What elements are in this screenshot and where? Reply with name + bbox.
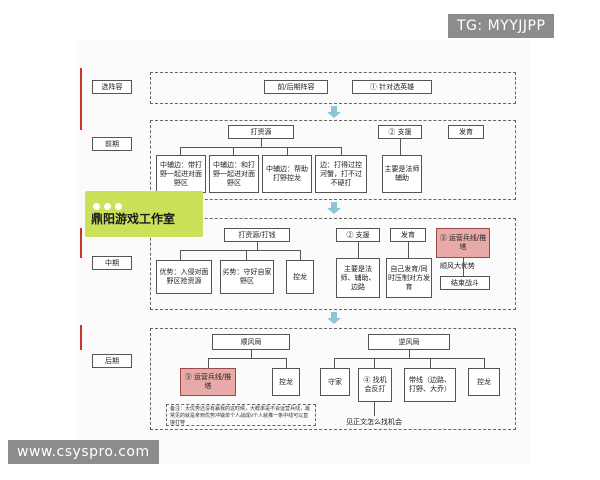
watermark-top-right: TG: MYYJJPP (448, 14, 555, 38)
mid-sub-box-3: 控龙 (286, 260, 314, 294)
connector-line (374, 358, 375, 368)
early-farm-box: 打资源 (228, 125, 294, 139)
early-sub-box-1: 中辅边：带打野一起进对面野区 (156, 155, 206, 193)
connector-line (233, 147, 234, 155)
late-stage-group (150, 328, 516, 430)
connector-line (430, 358, 431, 368)
connector-line (408, 242, 409, 258)
late-dragon-behind-box: 控龙 (468, 368, 500, 396)
early-sub-box-2: 中辅边：和打野一起进对面野区 (209, 155, 259, 193)
connector-line (287, 147, 288, 155)
late-behind-box: 逆风局 (368, 334, 450, 350)
early-support-detail: 主要是法师辅助 (382, 155, 422, 193)
pick-lineup-box: 前/后期阵容 (264, 80, 328, 94)
down-arrow-icon (327, 312, 341, 324)
red-margin-mark (80, 325, 82, 350)
early-sub-box-4: 边：打得过控河蟹，打不过不硬打 (315, 155, 367, 193)
connector-line (257, 242, 258, 250)
connector-line (334, 358, 484, 359)
mid-stage-group (150, 218, 516, 310)
late-ahead-box: 顺风局 (212, 334, 290, 350)
phase-late-label: 后期 (92, 354, 132, 368)
phase-early-label: 前期 (92, 137, 132, 151)
late-defend-box: 守家 (320, 368, 350, 396)
connector-line (180, 250, 181, 260)
late-find-chance-box: ④ 找机会反打 (358, 368, 392, 402)
connector-line (251, 350, 252, 358)
connector-line (409, 350, 410, 358)
early-sub-box-3: 中辅边：帮助打野控龙 (262, 155, 312, 193)
connector-line (180, 147, 181, 155)
late-push-box: ③ 运营兵线/推塔 (180, 368, 236, 396)
mid-smooth-label: 顺风大优势 (440, 262, 475, 270)
mid-sub-box-2: 劣势：守好自家野区 (220, 260, 274, 294)
connector-line (286, 358, 287, 368)
studio-title: 鼎阳游戏工作室 (91, 212, 176, 226)
late-note-box (166, 404, 316, 426)
early-stage-group (150, 120, 516, 200)
connector-line (261, 139, 262, 147)
connector-line (334, 358, 335, 368)
connector-line (300, 250, 301, 260)
early-support-box: ② 支援 (378, 125, 422, 139)
mid-develop-detail: 自己发育/同时压制对方发育 (386, 258, 432, 298)
mid-support-box: ② 支援 (336, 228, 380, 242)
phase-pick-label: 选阵容 (92, 80, 132, 94)
studio-banner: 鼎阳游戏工作室 (85, 191, 203, 237)
early-develop-box: 发育 (448, 125, 484, 139)
connector-line (484, 358, 485, 368)
down-arrow-icon (327, 106, 341, 118)
connector-line (374, 402, 375, 416)
connector-line (208, 358, 286, 359)
connector-line (208, 358, 209, 368)
dots-icon (93, 195, 126, 214)
mid-sub-box-1: 优势：入侵对面野区抢资源 (156, 260, 212, 294)
late-wave-box: 带线（边路、打野、大乔） (404, 368, 456, 402)
connector-line (358, 242, 359, 258)
connector-line (180, 147, 342, 148)
mid-develop-box: 发育 (390, 228, 426, 242)
watermark-bottom-left: www.csyspro.com (8, 440, 159, 464)
mid-farm-box: 打资源/打钱 (224, 228, 290, 242)
late-dragon-ahead-box: 控龙 (272, 368, 300, 396)
pick-stage-group (150, 72, 516, 104)
connector-line (463, 258, 464, 276)
mid-push-box: ③ 运营兵线/推塔 (436, 228, 490, 258)
pick-counter-box: ① 针对选英雄 (352, 80, 432, 94)
connector-line (341, 147, 342, 155)
phase-mid-label: 中期 (92, 256, 132, 270)
connector-line (400, 139, 401, 155)
red-margin-mark (80, 68, 82, 130)
mid-support-detail: 主要是法师、辅助、边路 (336, 258, 380, 298)
mid-end-game-box: 结束战斗 (440, 276, 490, 290)
late-note-text: 备注：大优势还没有赢我的这时候，大概率是不会运营兵线，最常见的就是拿到优势冲输单… (170, 406, 311, 426)
red-margin-mark (80, 228, 82, 258)
down-arrow-icon (327, 202, 341, 214)
connector-line (246, 250, 247, 260)
late-see-text: 见正文怎么找机会 (346, 418, 402, 426)
connector-line (180, 250, 300, 251)
